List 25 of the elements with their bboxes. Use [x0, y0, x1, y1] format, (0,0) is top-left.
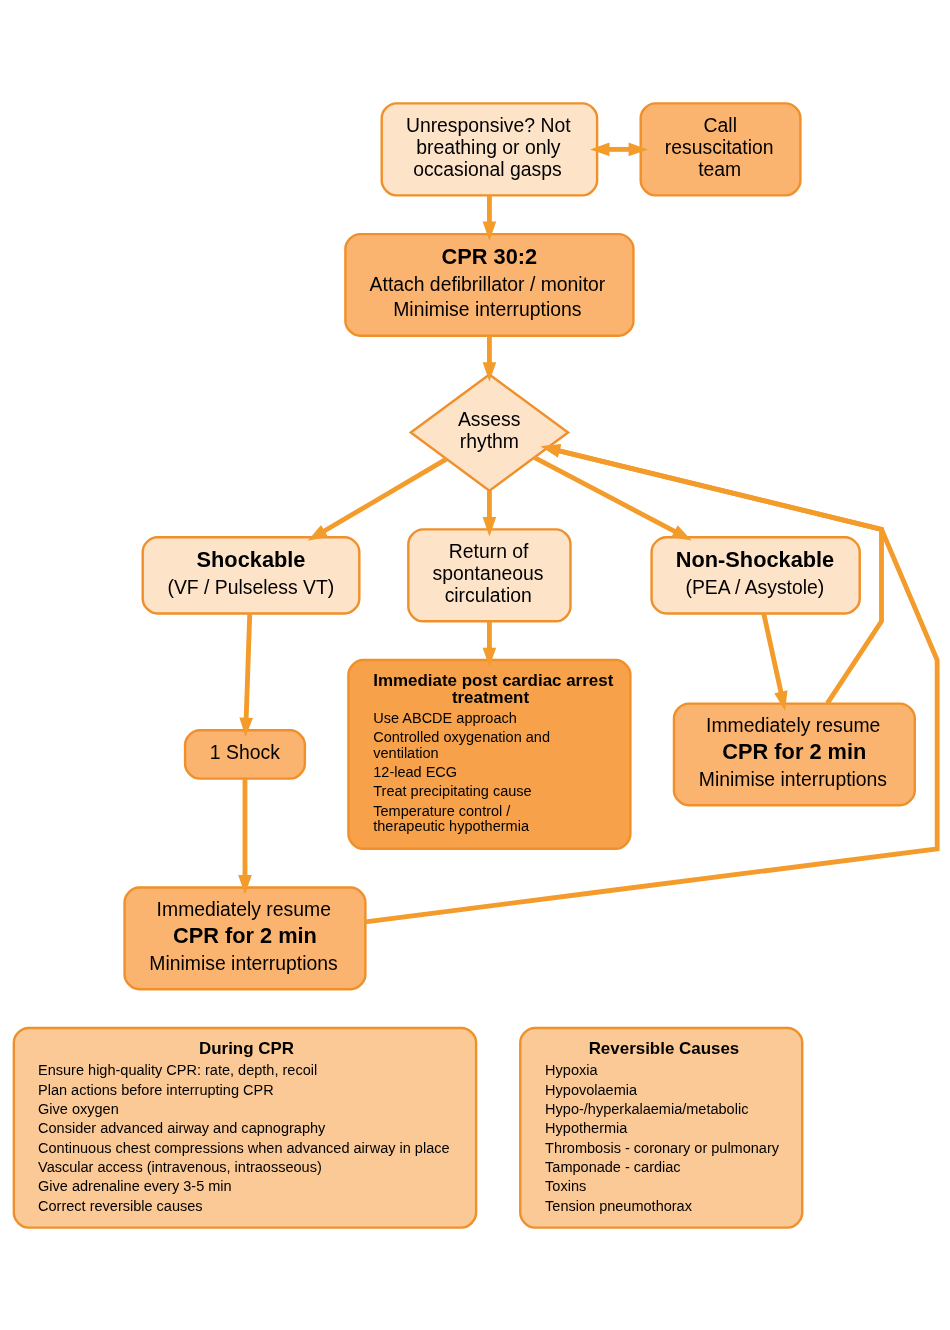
node-box: During CPR Ensure high-quality CPR: rate, depth, recoil Plan actions before interrupting CPR Give oxygen Consider advanced airway and capnography Continuous chest compressions when advanced airway in place Vascular access (intravenous, intraosseous) Give adrenaline every 3-5 min Correct reversible causes	[12, 1026, 477, 1229]
arrow	[307, 456, 447, 541]
arrow	[482, 335, 496, 382]
arrow	[532, 454, 692, 540]
arrow	[482, 490, 496, 536]
node-diamond: Assess rhythm	[408, 372, 570, 492]
arrow	[364, 443, 940, 924]
node-box: Non-Shockable (PEA / Asystole)	[649, 535, 861, 615]
node-box: Call resuscitation team	[638, 101, 802, 197]
node-box: Unresponsive? Not breathing or only occasional gasps	[380, 101, 598, 197]
arrow	[589, 142, 648, 156]
arrow	[482, 195, 496, 241]
arrow	[237, 778, 252, 894]
node-box: Immediately resume CPR for 2 min Minimise interruptions	[122, 885, 367, 990]
node-box: Immediately resume CPR for 2 min Minimise interruptions	[672, 701, 916, 806]
node-box: Shockable (VF / Pulseless VT)	[141, 535, 361, 615]
arrow	[540, 443, 884, 705]
arrow	[238, 613, 253, 737]
node-box: Return of spontaneous circulation	[406, 527, 572, 623]
node-box: 1 Shock	[183, 728, 306, 780]
node-box: CPR 30:2 Attach defibrillator / monitor Minimise interruptions	[343, 232, 635, 337]
node-box: Immediate post cardiac arrest treatment Use ABCDE approach Controlled oxygenation and ventilation 12-lead ECG Treat precipitating cause Temperature control / therapeutic hypothermia	[346, 658, 632, 850]
arrow	[482, 621, 496, 667]
arrow	[760, 612, 788, 711]
node-box: Reversible Causes Hypoxia Hypovolaemia Hypo-/hyperkalaemia/metabolic Hypothermia Thrombosis - coronary or pulmonary Tamponade - cardiac Toxins Tension pneumothorax	[518, 1026, 803, 1229]
